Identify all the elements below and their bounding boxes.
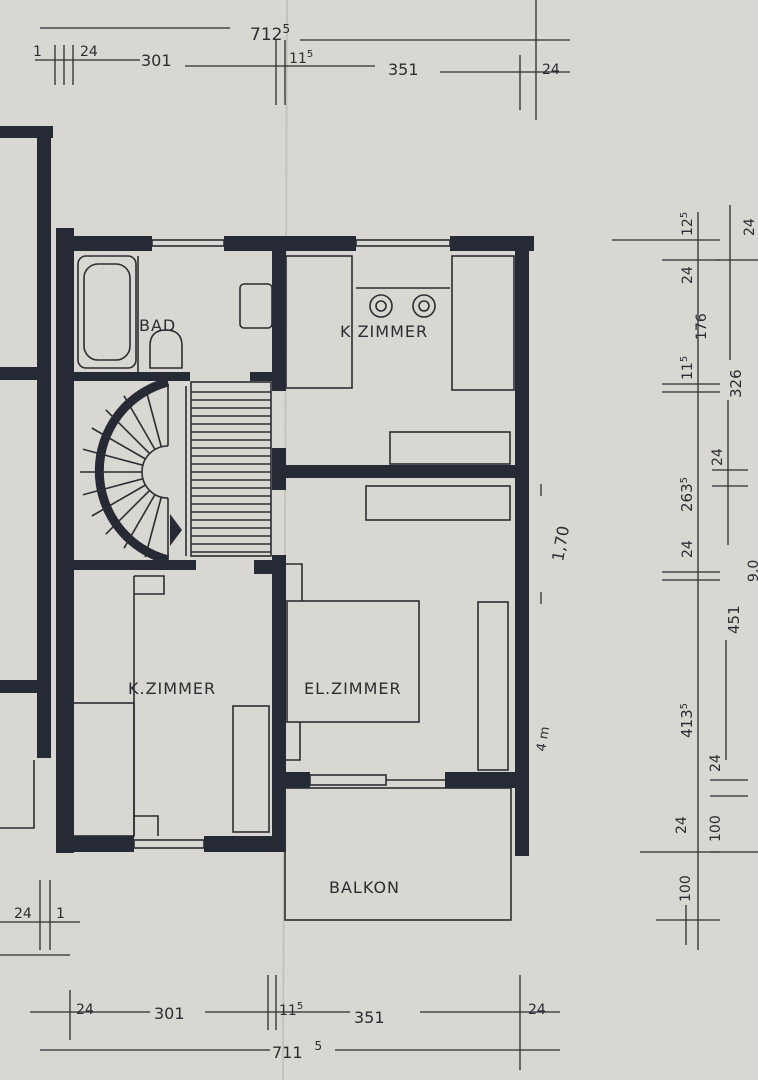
dim-top-24b: 24 [542,62,560,78]
double-bed [286,600,420,723]
room-label-bad: BAD [139,316,176,335]
dim-top-total: 712 [250,25,282,45]
dim-right-outer-176: 176 [694,313,710,340]
dim-right-263: 263 [678,483,696,512]
top-dimension-chain: 7125 1 24 301 115 351 24 [33,0,570,120]
dim-right-outer-100: 100 [708,815,724,842]
svg-text:125: 125 [679,212,696,236]
dim-right-263-sup: 5 [679,477,690,483]
interior-walls [70,236,529,852]
dim-bottom-351: 351 [354,1008,385,1027]
dim-top-351: 351 [388,60,419,79]
svg-text:115: 115 [679,356,696,380]
svg-text:2635: 2635 [678,477,696,512]
toilet [149,329,183,369]
dim-right-outer-9: 9,0 [746,560,758,582]
dim-right-24c: 24 [674,816,690,834]
windows [133,239,451,849]
room-label-k-zimmer-left: K.ZIMMER [128,679,216,698]
dim-bottom-11-sup: 5 [297,1001,303,1012]
svg-text:115: 115 [279,1001,303,1019]
dim-top-11-sup: 5 [307,49,313,60]
right-inner-dimension-chain: 125 24 115 2635 24 4135 24 100 [612,212,720,950]
dim-bottom-24b: 24 [76,1002,94,1018]
room-label-balkon: BALKON [329,878,400,897]
dim-right-12: 12 [680,218,696,236]
dim-bottom-24a: 24 [14,906,32,922]
svg-text:115: 115 [289,49,313,67]
dim-right-outer-24a: 24 [742,218,758,236]
neighbour-house-walls [0,126,53,829]
bathtub [77,255,137,369]
bathroom-fixtures [77,255,273,372]
dim-right-outer-24c: 24 [708,754,724,772]
dim-right-413: 413 [678,709,696,738]
dim-bottom-24c: 24 [528,1002,546,1018]
dim-right-outer-451: 451 [725,605,743,634]
exterior-walls [56,228,534,856]
dim-bottom-11: 11 [279,1003,297,1019]
balcony-outline [284,787,512,921]
dim-bottom-total: 711 [272,1043,303,1062]
dim-right-100: 100 [678,875,694,902]
dim-right-outer-24b: 24 [710,448,726,466]
dim-right-24a: 24 [680,266,696,284]
dim-bottom-301: 301 [154,1004,185,1023]
dim-top-11: 11 [289,51,307,67]
straight-staircase [190,381,272,557]
dim-right-12-sup: 5 [679,212,690,218]
elternzimmer-furniture [286,485,511,771]
spiral-staircase [80,377,187,565]
annotation-handwritten: 4 m [534,725,553,752]
dim-right-413-sup: 5 [679,703,690,709]
dim-bottom-total-sup: 5 [315,1039,323,1053]
svg-text:4135: 4135 [678,703,696,738]
washbasin [239,283,273,329]
dim-right-11-sup: 5 [679,356,690,362]
dim-right-11: 11 [680,362,696,380]
dim-top-total-sup: 5 [282,22,290,36]
dim-top-301: 301 [141,51,172,70]
kinderzimmer-left-furniture [71,575,270,837]
dim-top-1: 1 [33,44,42,60]
room-label-k-zimmer-top: K ZIMMER [340,322,428,341]
svg-text:7125: 7125 [250,22,290,45]
right-outer-dimension-chain: 24 176 326 24 451 24 100 9,0 [694,205,758,853]
room-label-el-zimmer: EL.ZIMMER [304,679,402,698]
paper-fold-line [282,0,288,1080]
dim-right-24b: 24 [680,540,696,558]
dim-bottom-1: 1 [56,906,65,922]
dim-top-24a: 24 [80,44,98,60]
dim-right-outer-326: 326 [727,369,745,398]
annotation-ceiling-height: 1,70 [548,524,573,562]
kinderzimmer-top-furniture [285,255,515,465]
